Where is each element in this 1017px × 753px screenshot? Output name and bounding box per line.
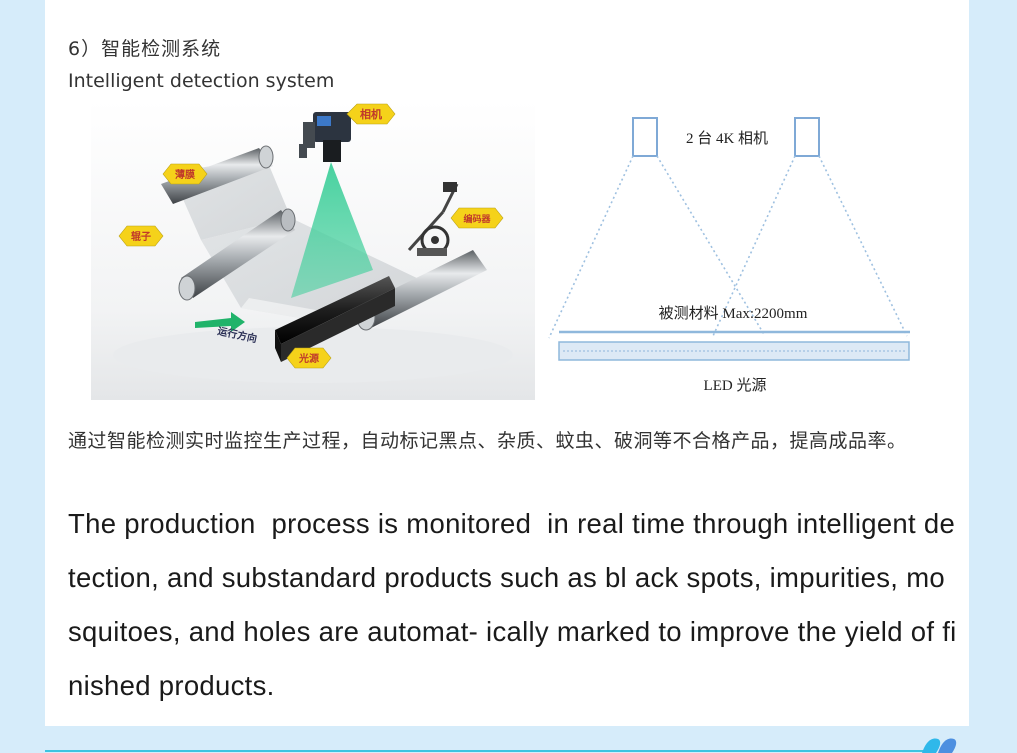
label-roller-text: 辊子 (131, 230, 151, 243)
label-light-source-text: 光源 (298, 352, 319, 365)
content-card: 6）智能检测系统 Intelligent detection system (45, 0, 969, 726)
roller-top (161, 145, 274, 204)
measured-material-label: 被测材料 Max:2200mm (659, 305, 808, 322)
scan-beam (291, 162, 373, 298)
label-camera-text: 相机 (360, 107, 382, 121)
roller-left (178, 208, 296, 301)
brand-logo-icon (922, 738, 957, 753)
label-encoder-text: 编码器 (463, 213, 491, 225)
field-of-view-lines (548, 155, 908, 339)
bottom-accent-line (45, 750, 925, 752)
camera-coverage-schematic: 2 台 4K 相机 被测材料 Max:2200mm LED 光源 (548, 117, 910, 394)
encoder-icon (407, 182, 459, 256)
section-heading-chinese: 6）智能检测系统 (68, 38, 222, 60)
camera-icon (299, 112, 351, 162)
camera-right-box (794, 117, 820, 157)
label-roller: 辊子 (118, 225, 164, 247)
detection-machine-illustration: 相机 薄膜 辊子 编码器 光源 运行方向 (91, 100, 535, 400)
label-film: 薄膜 (162, 163, 208, 185)
description-chinese: 通过智能检测实时监控生产过程，自动标记黑点、杂质、蚊虫、破洞等不合格产品，提高成… (68, 430, 907, 452)
camera-left-box (632, 117, 658, 157)
camera-count-label: 2 台 4K 相机 (686, 130, 768, 147)
label-light-source: 光源 (286, 347, 332, 369)
led-light-label: LED 光源 (704, 377, 767, 394)
direction-arrow-icon (195, 312, 245, 332)
description-english: The production process is monitored in r… (68, 508, 957, 701)
light-source-bar (275, 276, 395, 362)
label-camera: 相机 (346, 103, 396, 125)
label-encoder: 编码器 (450, 207, 504, 229)
section-heading-english: Intelligent detection system (68, 70, 335, 92)
label-film-text: 薄膜 (175, 168, 195, 181)
led-light-bar (558, 341, 910, 361)
